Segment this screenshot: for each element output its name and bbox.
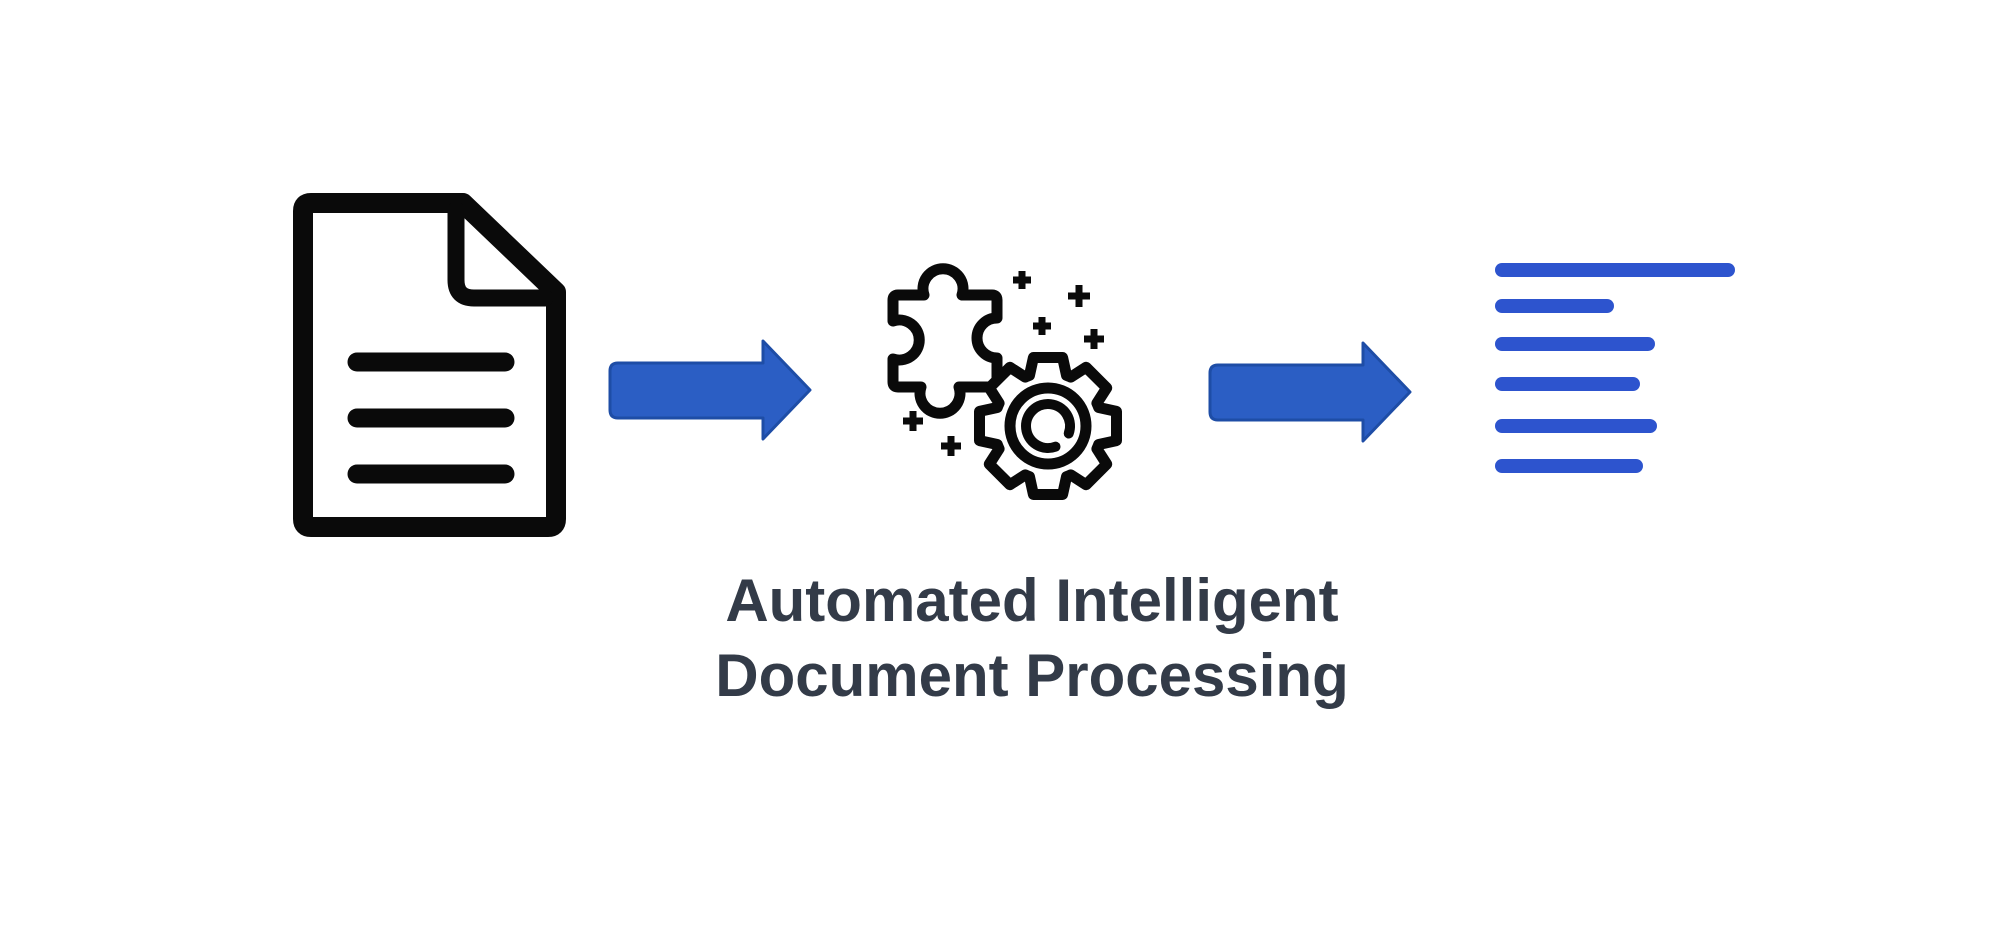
sparkle-icon <box>1013 271 1031 289</box>
text-lines-icon <box>1495 256 1740 476</box>
puzzle-gear-icon <box>887 263 1122 500</box>
text-line <box>1495 377 1640 391</box>
gear-inner-arc <box>1021 399 1075 453</box>
document-folded-corner <box>447 201 554 307</box>
text-line <box>1495 459 1643 473</box>
sparkle-icon <box>1084 329 1104 349</box>
document-icon <box>293 193 566 537</box>
gear-icon <box>974 352 1122 500</box>
puzzle-piece-icon <box>887 263 1003 419</box>
text-line <box>1495 263 1735 277</box>
sparkle-icon <box>941 436 961 456</box>
caption-line-1: Automated Intelligent <box>725 567 1339 634</box>
caption-line-2: Document Processing <box>715 642 1349 709</box>
text-line <box>1495 299 1614 313</box>
arrow-right-icon <box>608 339 812 441</box>
gear-outline <box>974 352 1122 500</box>
caption: Automated Intelligent Document Processin… <box>715 563 1349 713</box>
arrow-right-shape <box>608 339 812 441</box>
arrow-right-shape <box>1208 341 1412 443</box>
arrow-right-icon <box>1208 341 1412 443</box>
text-line <box>1495 419 1657 433</box>
sparkle-icon <box>903 411 923 431</box>
text-line <box>1495 337 1655 351</box>
sparkle-icon <box>1068 285 1090 307</box>
sparkle-icon <box>1033 317 1051 335</box>
gear-ring <box>1004 382 1092 470</box>
